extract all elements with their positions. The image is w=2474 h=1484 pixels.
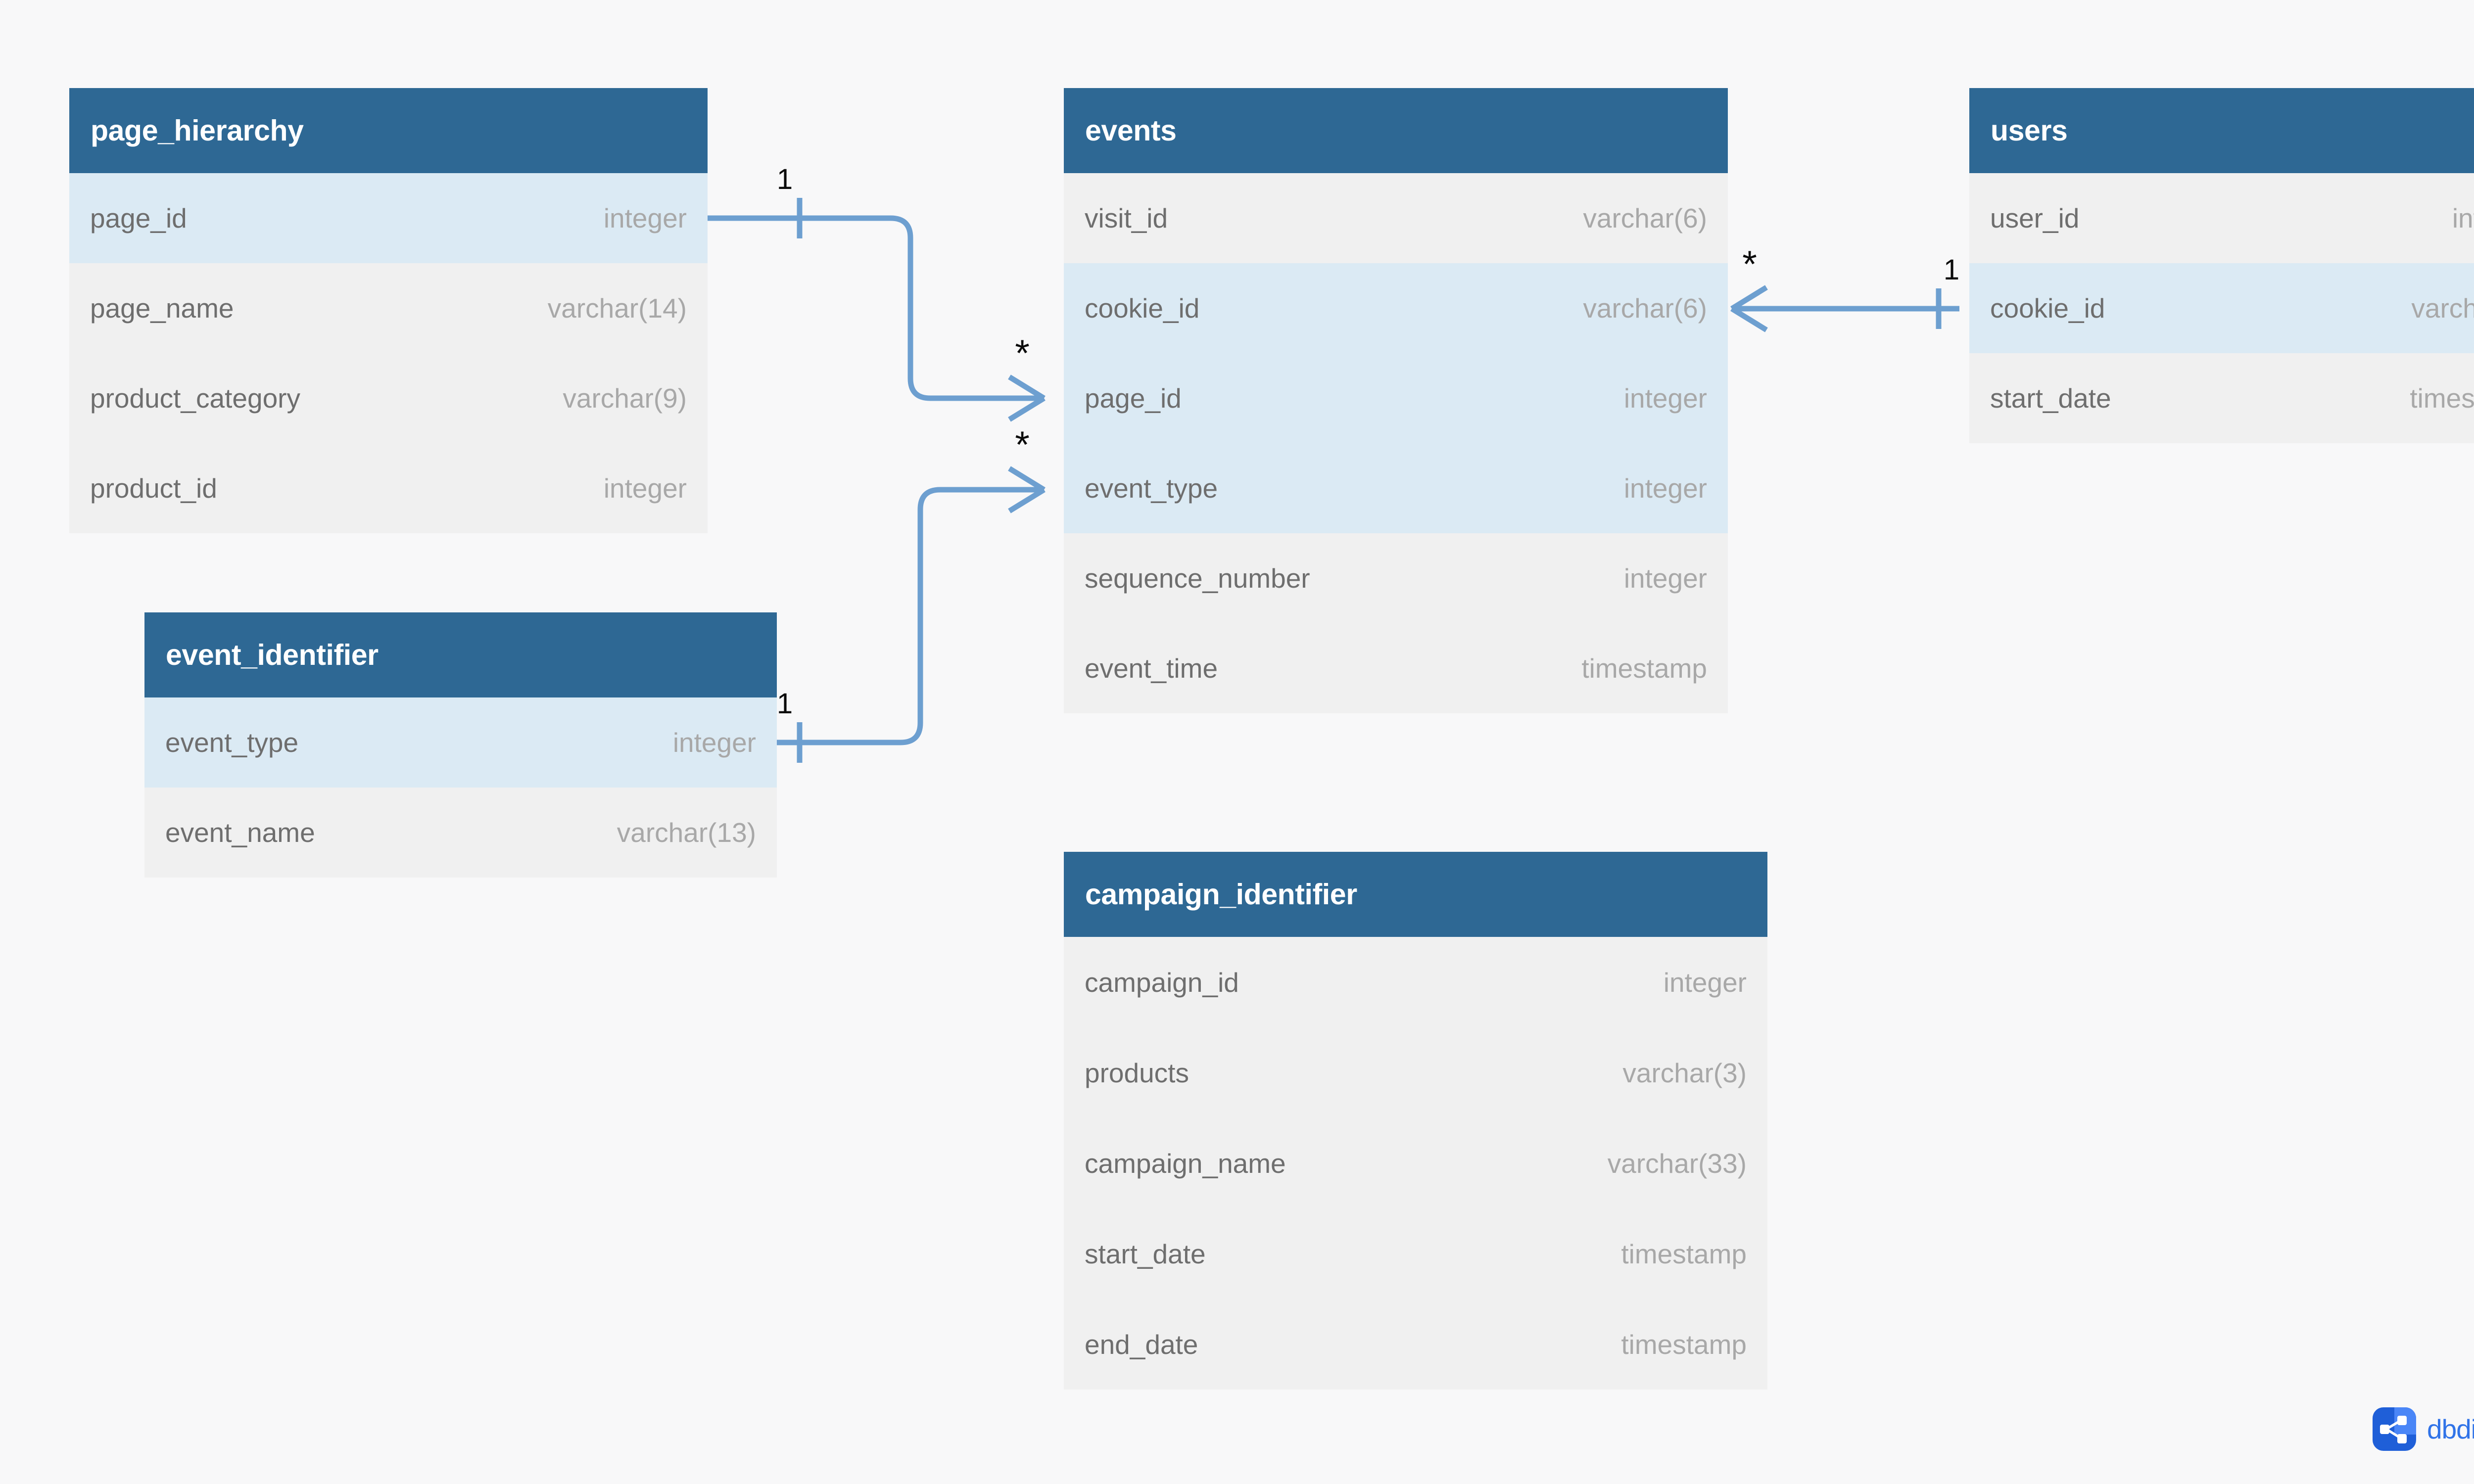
table-row[interactable]: visit_id varchar(6) <box>1064 173 1728 263</box>
table-header-events[interactable]: events <box>1064 88 1728 173</box>
crowsfoot-many <box>1008 374 1046 422</box>
table-header-users[interactable]: users <box>1969 88 2474 173</box>
table-row[interactable]: event_type integer <box>144 697 777 788</box>
share-nodes-icon <box>2373 1407 2416 1451</box>
field-name: products <box>1085 1057 1189 1088</box>
field-name: page_name <box>90 293 234 324</box>
field-type: integer <box>1623 563 1707 594</box>
table-row[interactable]: cookie_id varchar(6) <box>1969 263 2474 353</box>
relationship-event-identifier-events: 1 * <box>777 424 1046 763</box>
field-type: varchar(13) <box>617 817 756 848</box>
table-body-page-hierarchy: page_id integer page_name varchar(14) pr… <box>69 173 708 533</box>
table-campaign-identifier[interactable]: campaign_identifier campaign_id integer … <box>1064 852 1767 1390</box>
table-row[interactable]: sequence_number integer <box>1064 533 1728 623</box>
crowsfoot-many <box>1008 466 1046 513</box>
table-row[interactable]: start_date timestamp <box>1969 353 2474 443</box>
field-name: product_id <box>90 473 217 504</box>
crowsfoot-many <box>1730 285 1768 332</box>
table-row[interactable]: product_id integer <box>69 443 708 533</box>
field-name: start_date <box>1990 383 2111 414</box>
cardinality-many-label: * <box>1742 243 1757 285</box>
table-header-campaign-identifier[interactable]: campaign_identifier <box>1064 852 1767 937</box>
table-body-users: user_id integer cookie_id varchar(6) sta… <box>1969 173 2474 443</box>
table-events[interactable]: events visit_id varchar(6) cookie_id var… <box>1064 88 1728 713</box>
field-name: event_name <box>165 817 315 848</box>
field-name: end_date <box>1085 1329 1198 1360</box>
table-header-event-identifier[interactable]: event_identifier <box>144 612 777 697</box>
table-row[interactable]: page_id integer <box>1064 353 1728 443</box>
cardinality-one-label: 1 <box>777 688 793 720</box>
field-name: cookie_id <box>1085 293 1200 324</box>
field-name: sequence_number <box>1085 563 1310 594</box>
field-type: integer <box>672 727 756 758</box>
table-row[interactable]: products varchar(3) <box>1064 1027 1767 1118</box>
dbdiagram-watermark[interactable]: dbdiagram.io <box>2373 1407 2474 1451</box>
field-type: integer <box>603 203 687 233</box>
field-type: varchar(3) <box>1622 1057 1747 1088</box>
table-row[interactable]: campaign_name varchar(33) <box>1064 1118 1767 1208</box>
cardinality-one-label: 1 <box>777 163 793 195</box>
table-event-identifier[interactable]: event_identifier event_type integer even… <box>144 612 777 878</box>
field-name: visit_id <box>1085 203 1168 233</box>
table-header-page-hierarchy[interactable]: page_hierarchy <box>69 88 708 173</box>
field-name: page_id <box>1085 383 1182 414</box>
field-name: event_type <box>165 727 299 758</box>
relationship-page-hierarchy-events: 1 * <box>708 163 1046 422</box>
field-name: event_type <box>1085 473 1218 504</box>
table-row[interactable]: user_id integer <box>1969 173 2474 263</box>
table-row[interactable]: product_category varchar(9) <box>69 353 708 443</box>
cardinality-many-label: * <box>1015 424 1030 466</box>
field-type: varchar(6) <box>1583 293 1707 324</box>
field-type: integer <box>1623 473 1707 504</box>
field-name: product_category <box>90 383 300 414</box>
table-row[interactable]: cookie_id varchar(6) <box>1064 263 1728 353</box>
field-name: page_id <box>90 203 187 233</box>
table-row[interactable]: end_date timestamp <box>1064 1299 1767 1390</box>
table-body-events: visit_id varchar(6) cookie_id varchar(6)… <box>1064 173 1728 713</box>
table-body-event-identifier: event_type integer event_name varchar(13… <box>144 697 777 878</box>
field-name: event_time <box>1085 653 1218 684</box>
field-type: varchar(6) <box>1583 203 1707 233</box>
table-row[interactable]: event_time timestamp <box>1064 623 1728 713</box>
field-type: integer <box>1623 383 1707 414</box>
table-row[interactable]: page_id integer <box>69 173 708 263</box>
cardinality-one-label: 1 <box>1944 254 1959 286</box>
field-type: integer <box>603 473 687 504</box>
table-row[interactable]: start_date timestamp <box>1064 1208 1767 1299</box>
field-type: integer <box>1663 967 1747 998</box>
field-type: varchar(9) <box>563 383 687 414</box>
dbdiagram-wordmark: dbdiagram.io <box>2427 1414 2474 1444</box>
field-type: integer <box>2452 203 2474 233</box>
field-name: campaign_id <box>1085 967 1239 998</box>
field-name: user_id <box>1990 203 2080 233</box>
field-type: timestamp <box>1581 653 1707 684</box>
field-type: varchar(6) <box>2411 293 2474 324</box>
table-row[interactable]: page_name varchar(14) <box>69 263 708 353</box>
field-type: varchar(14) <box>547 293 687 324</box>
table-users[interactable]: users user_id integer cookie_id varchar(… <box>1969 88 2474 443</box>
field-name: start_date <box>1085 1238 1206 1269</box>
cardinality-many-label: * <box>1015 332 1030 374</box>
field-type: timestamp <box>1621 1238 1747 1269</box>
table-page-hierarchy[interactable]: page_hierarchy page_id integer page_name… <box>69 88 708 533</box>
table-body-campaign-identifier: campaign_id integer products varchar(3) … <box>1064 937 1767 1390</box>
field-type: varchar(33) <box>1607 1148 1747 1179</box>
field-name: cookie_id <box>1990 293 2105 324</box>
table-row[interactable]: campaign_id integer <box>1064 937 1767 1027</box>
table-row[interactable]: event_name varchar(13) <box>144 788 777 878</box>
field-name: campaign_name <box>1085 1148 1286 1179</box>
field-type: timestamp <box>2410 383 2474 414</box>
relationship-events-users: * 1 <box>1730 243 1959 332</box>
field-type: timestamp <box>1621 1329 1747 1360</box>
table-row[interactable]: event_type integer <box>1064 443 1728 533</box>
